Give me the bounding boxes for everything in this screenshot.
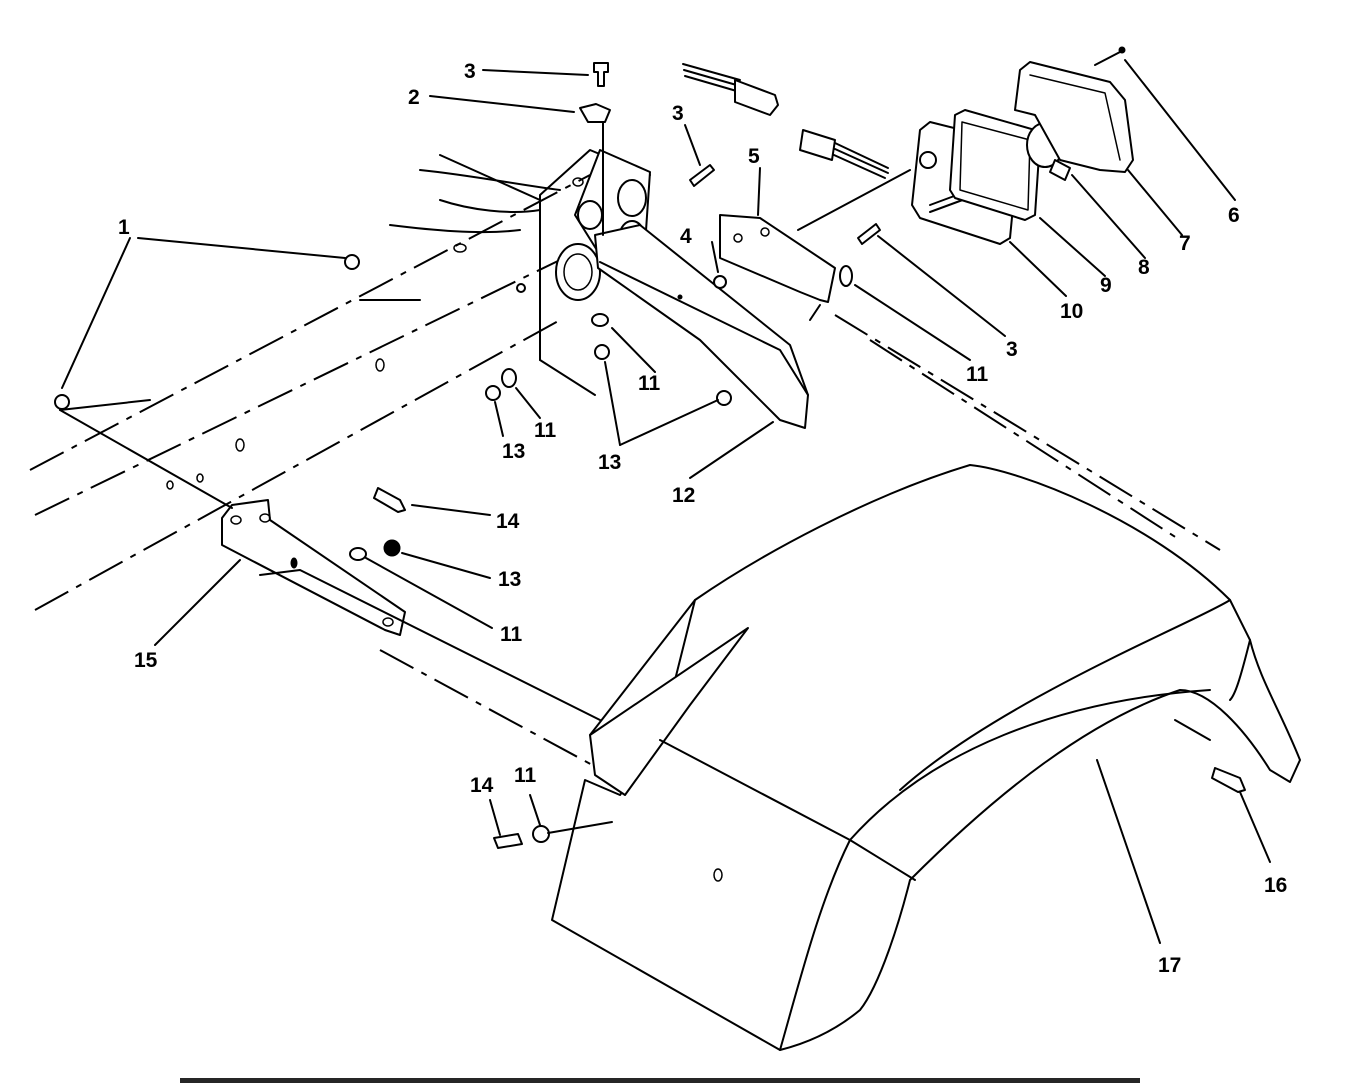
callout-11-a: 11	[638, 372, 661, 395]
callout-11-c: 11	[966, 363, 989, 386]
wiring-harness	[682, 63, 889, 179]
callout-8: 8	[1138, 256, 1150, 279]
light-housing-7	[1014, 61, 1134, 173]
callout-14-upper: 14	[496, 510, 520, 533]
callout-3-middle: 3	[672, 102, 684, 125]
callout-13-b: 13	[598, 451, 621, 474]
callout-17: 17	[1158, 954, 1181, 977]
callout-15: 15	[134, 649, 158, 672]
callout-11-e: 11	[514, 764, 537, 787]
cropped-caption-band	[180, 1078, 1140, 1083]
callout-labels: 1 2 3 3 3 4 5 6 7 8 9 10 11 11 11 11 11 …	[118, 60, 1287, 977]
callout-11-b: 11	[534, 419, 557, 442]
callout-6: 6	[1228, 204, 1240, 227]
callout-14-lower: 14	[470, 774, 494, 797]
callout-13-c: 13	[498, 568, 521, 591]
leader-lines	[59, 59, 1271, 944]
callout-2: 2	[408, 86, 420, 109]
screw-6	[1094, 46, 1126, 66]
callout-1: 1	[118, 216, 130, 239]
callout-10: 10	[1060, 300, 1083, 323]
gasket-9	[949, 109, 1041, 221]
callout-7: 7	[1179, 232, 1191, 255]
callout-3-right: 3	[1006, 338, 1018, 361]
callout-11-d: 11	[500, 623, 523, 646]
callout-3-top: 3	[464, 60, 476, 83]
callout-9: 9	[1100, 274, 1112, 297]
fender	[551, 464, 1301, 1051]
lower-bracket	[221, 499, 621, 781]
callout-4: 4	[680, 225, 692, 248]
light-housing-mount	[719, 169, 1221, 551]
callout-12: 12	[672, 484, 695, 507]
tail-light-bracket	[594, 224, 809, 429]
callout-16: 16	[1264, 874, 1287, 897]
callout-13-a: 13	[502, 440, 525, 463]
fasteners	[54, 62, 1246, 849]
callout-5: 5	[748, 145, 760, 168]
